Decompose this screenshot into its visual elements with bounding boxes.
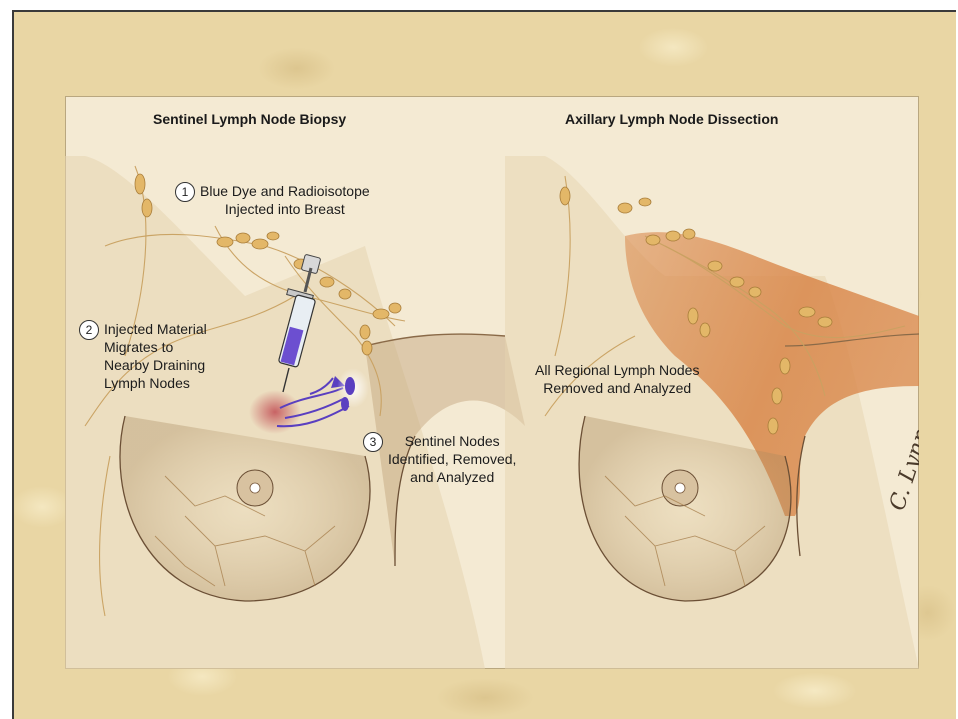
step-2-number: 2 bbox=[79, 320, 99, 340]
step-2-label: 2 Injected Material Migrates to Nearby D… bbox=[79, 320, 207, 392]
step-1-number: 1 bbox=[175, 182, 195, 202]
step-3-text: Sentinel Nodes Identified, Removed, and … bbox=[388, 432, 516, 486]
step-3-label: 3 Sentinel Nodes Identified, Removed, an… bbox=[363, 432, 516, 486]
right-dissection-label: All Regional Lymph Nodes Removed and Ana… bbox=[535, 361, 699, 397]
left-torso bbox=[65, 156, 525, 669]
right-panel-title: Axillary Lymph Node Dissection bbox=[565, 110, 778, 128]
step-2-text: Injected Material Migrates to Nearby Dra… bbox=[104, 320, 207, 392]
illustration-panel: Sentinel Lymph Node Biopsy Axillary Lymp… bbox=[65, 96, 919, 669]
step-1-label: 1 Blue Dye and Radioisotope Injected int… bbox=[175, 182, 370, 218]
left-panel-title: Sentinel Lymph Node Biopsy bbox=[153, 110, 346, 128]
step-1-text: Blue Dye and Radioisotope Injected into … bbox=[200, 182, 370, 218]
right-torso bbox=[505, 156, 919, 669]
step-3-number: 3 bbox=[363, 432, 383, 452]
